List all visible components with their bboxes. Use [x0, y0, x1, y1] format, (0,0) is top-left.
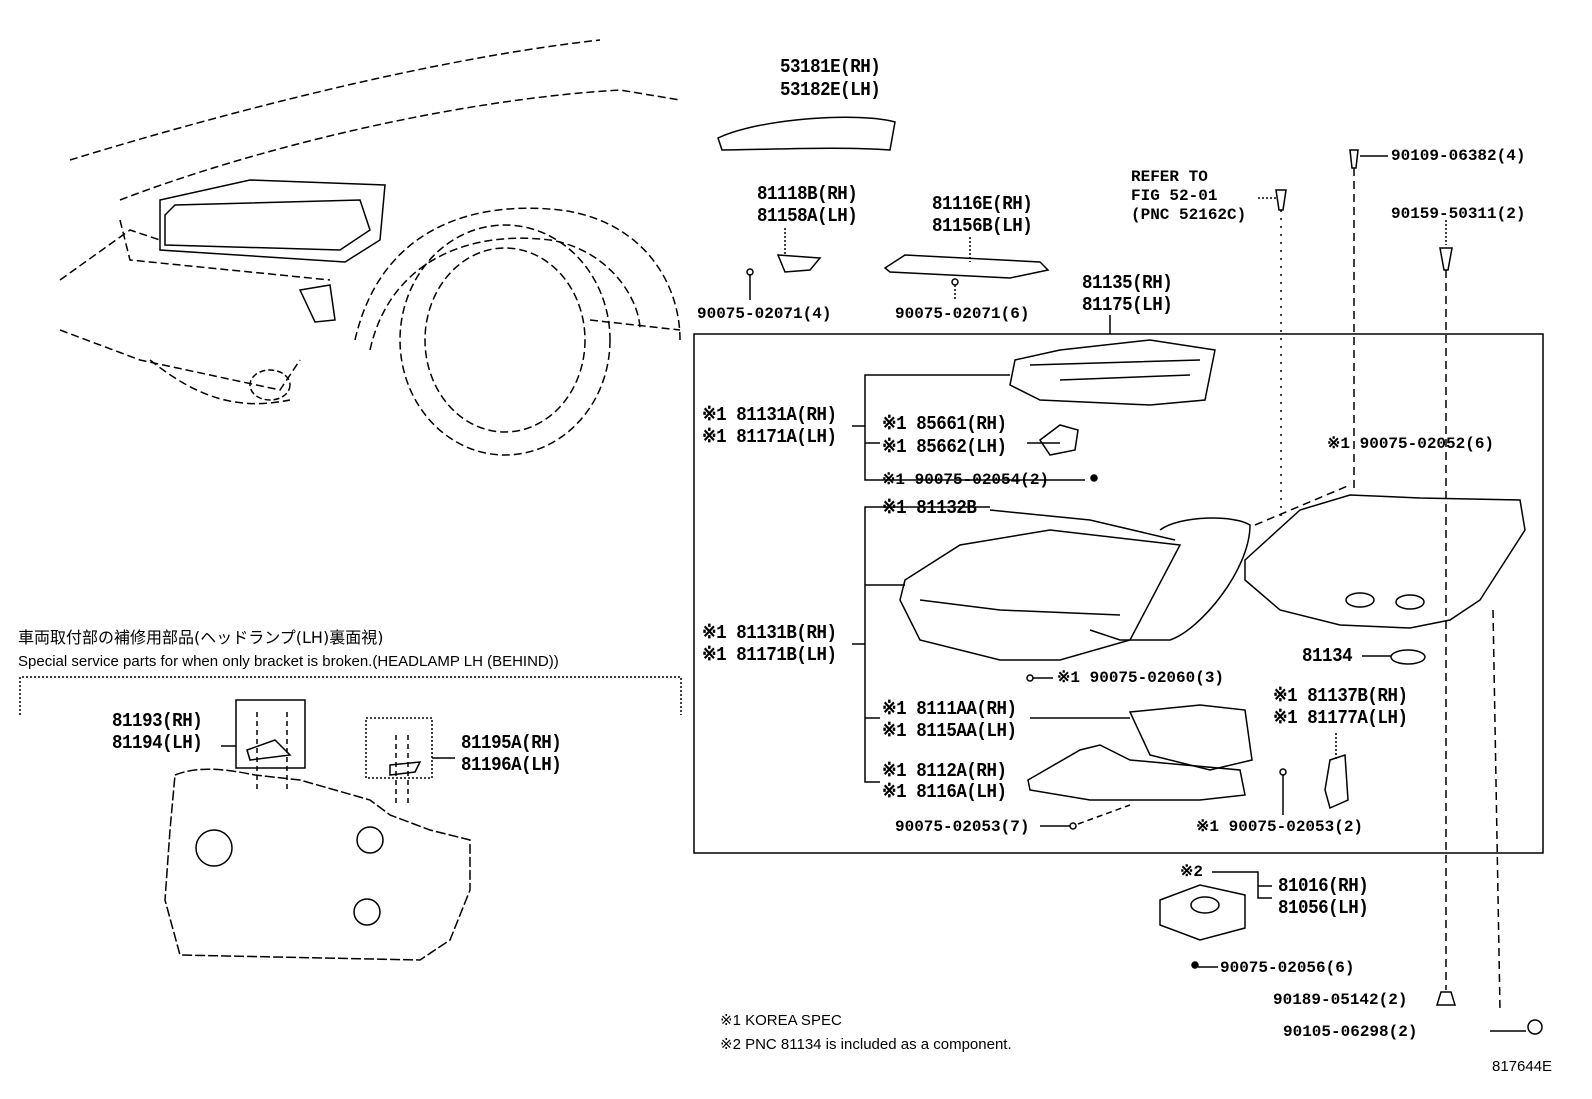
label-53182e: 53182E(LH) — [780, 79, 881, 101]
housing-81134 — [1244, 494, 1526, 629]
label-81193: 81193(RH) — [112, 710, 203, 732]
note-pnc-81134: ※2 PNC 81134 is included as a component. — [720, 1036, 1012, 1053]
refer-line-1: REFER TO — [1131, 168, 1208, 186]
label-90075-02060: ※1 90075-02060(3) — [1057, 669, 1225, 687]
label-81156b: 81156B(LH) — [932, 215, 1033, 237]
label-81175: 81175(LH) — [1082, 294, 1173, 316]
label-81196a: 81196A(LH) — [461, 754, 562, 776]
label-90159-50311: 90159-50311(2) — [1391, 205, 1526, 223]
label-81171a: ※1 81171A(LH) — [702, 426, 837, 448]
part-8111aa — [1128, 704, 1253, 771]
label-note2-mark: ※2 — [1180, 863, 1204, 881]
label-53181e: 53181E(RH) — [780, 56, 881, 78]
label-90075-02071-6: 90075-02071(6) — [895, 305, 1030, 323]
label-8111aa: ※1 8111AA(RH) — [882, 698, 1017, 720]
label-85661: ※1 85661(RH) — [882, 413, 1007, 435]
label-81131b: ※1 81131B(RH) — [702, 622, 837, 644]
label-81158a: 81158A(LH) — [757, 205, 858, 227]
label-90189-05142: 90189-05142(2) — [1273, 991, 1408, 1009]
refer-line-2: FIG 52-01 — [1131, 187, 1218, 205]
special-parts-title-jp: 車両取付部の補修用部品(ヘッドランプ(LH)裏面視) — [18, 628, 384, 647]
label-81118b: 81118B(RH) — [757, 183, 858, 205]
label-81135: 81135(RH) — [1082, 272, 1173, 294]
label-8115aa: ※1 8115AA(LH) — [882, 720, 1017, 742]
figure-id: 817644E — [1492, 1058, 1553, 1075]
bracket-81118b — [776, 254, 822, 273]
label-85662: ※1 85662(LH) — [882, 436, 1007, 458]
note-korea-spec: ※1 KOREA SPEC — [720, 1012, 842, 1029]
label-90109-06382: 90109-06382(4) — [1391, 147, 1526, 165]
special-parts-title-en: Special service parts for when only brac… — [18, 653, 559, 670]
label-81131a: ※1 81131A(RH) — [702, 404, 837, 426]
label-8112a: ※1 8112A(RH) — [882, 760, 1007, 782]
vehicle-front-illustration — [59, 39, 681, 456]
label-81132b: ※1 81132B — [882, 497, 977, 519]
bracket-81116e — [883, 254, 1050, 279]
label-81137b: ※1 81137B(RH) — [1273, 685, 1408, 707]
label-81194: 81194(LH) — [112, 732, 203, 754]
label-90075-02053-2: ※1 90075-02053(2) — [1196, 818, 1364, 836]
label-90075-02052: ※1 90075-02052(6) — [1327, 435, 1495, 453]
label-81195a: 81195A(RH) — [461, 732, 562, 754]
assembly-boundary-box — [693, 333, 1544, 854]
part-85661 — [1038, 424, 1079, 456]
label-90075-02053-7: 90075-02053(7) — [895, 818, 1030, 836]
refer-line-3: (PNC 52162C) — [1131, 206, 1247, 224]
part-8112a — [1027, 744, 1246, 801]
label-81177a: ※1 81177A(LH) — [1273, 707, 1408, 729]
label-90105-06298: 90105-06298(2) — [1283, 1023, 1418, 1041]
label-81134: 81134 — [1302, 645, 1353, 667]
label-81056: 81056(LH) — [1278, 897, 1369, 919]
ballast-81016 — [1159, 884, 1246, 941]
label-81171b: ※1 81171B(LH) — [702, 644, 837, 666]
label-81116e: 81116E(RH) — [932, 193, 1033, 215]
label-90075-02054: ※1 90075-02054(2) — [882, 471, 1050, 489]
label-90075-02071-4: 90075-02071(4) — [697, 305, 832, 323]
lens-81132b — [899, 529, 1182, 661]
garnish-53181e — [717, 116, 896, 151]
label-81016: 81016(RH) — [1278, 875, 1369, 897]
label-90075-02056: 90075-02056(6) — [1220, 959, 1355, 977]
label-8116a: ※1 8116A(LH) — [882, 781, 1007, 803]
